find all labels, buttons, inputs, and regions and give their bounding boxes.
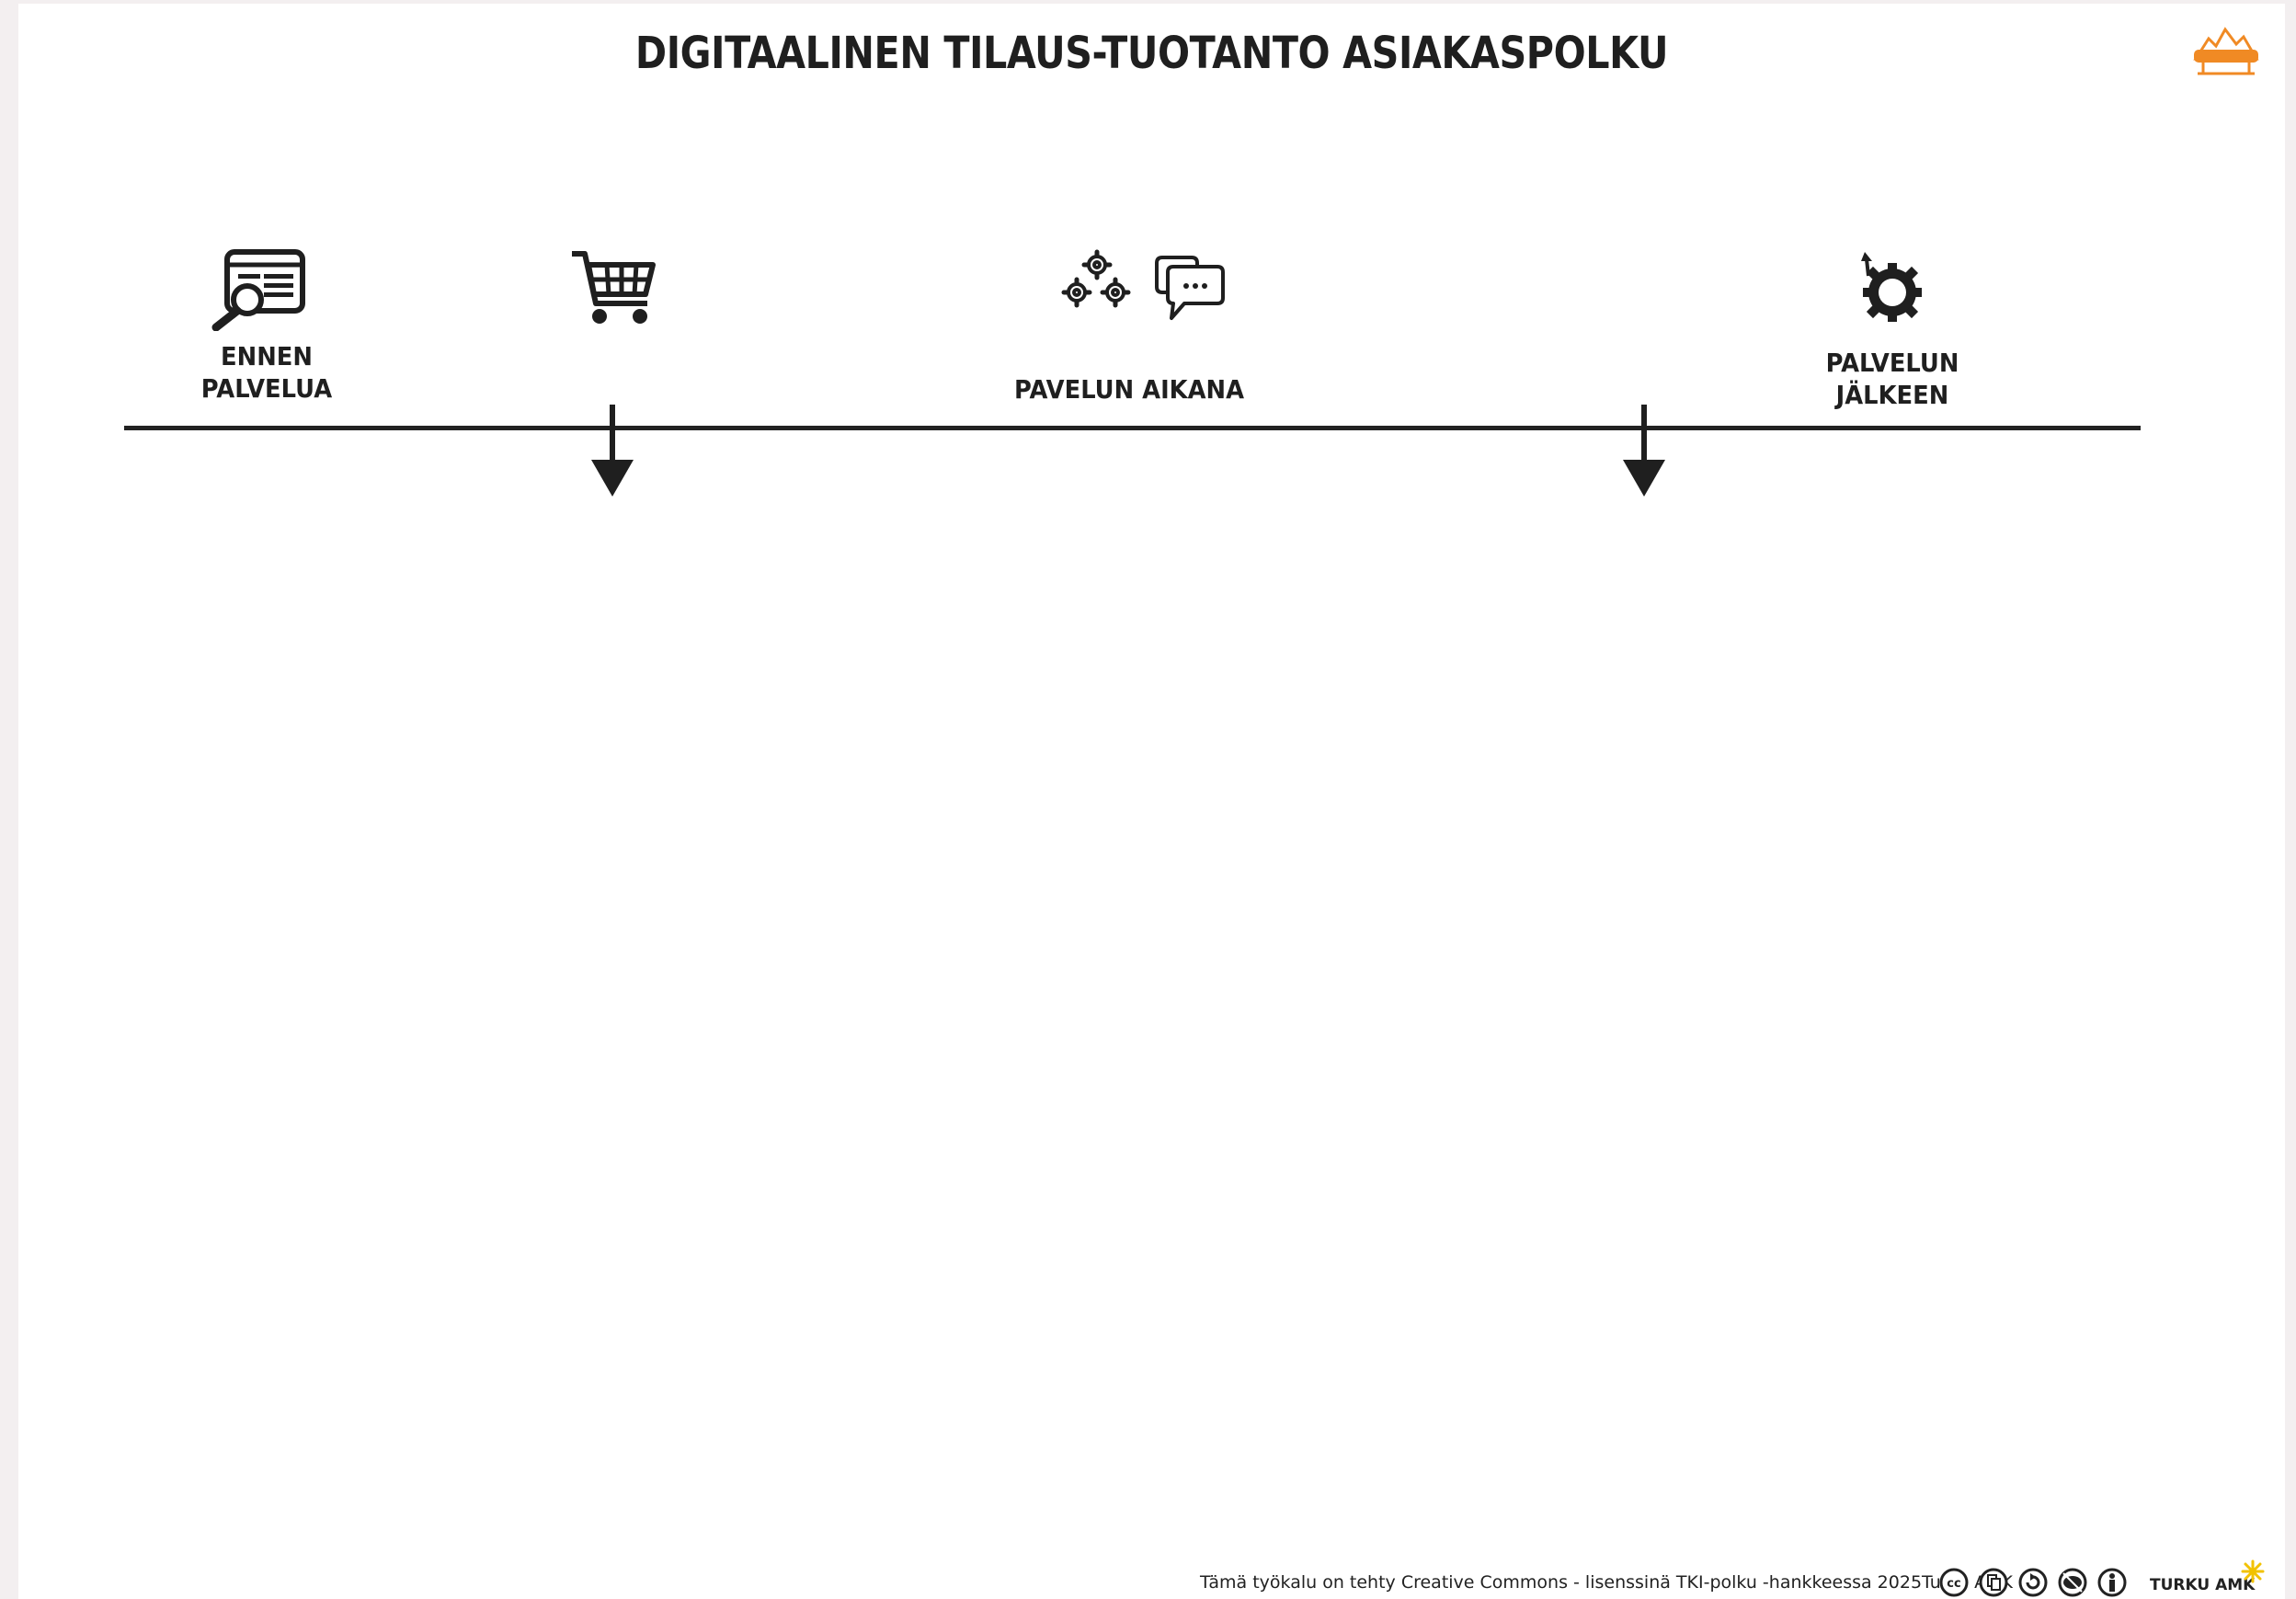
arrow-down-icon <box>1623 405 1665 497</box>
mountain-logo-icon <box>2193 27 2259 75</box>
brand-name: TURKU AMK <box>2150 1576 2256 1594</box>
web-search-icon <box>211 249 305 331</box>
noncommercial-icon <box>2058 1568 2087 1597</box>
cc-icon: cc <box>1939 1568 1969 1597</box>
arrow-down-icon <box>591 405 634 497</box>
attribution-icon <box>2097 1568 2127 1597</box>
timeline-line <box>124 426 2141 430</box>
chat-bubbles-icon <box>1155 256 1225 320</box>
page-title: DIGITAALINEN TILAUS-TUOTANTO ASIAKASPOLK… <box>634 28 1669 79</box>
cc-license-icons: cc <box>1939 1568 2127 1597</box>
stage-label-before: ENNEN PALVELUA <box>200 341 333 404</box>
canvas-page: DIGITAALINEN TILAUS-TUOTANTO ASIAKASPOLK… <box>18 4 2285 1599</box>
gears-icon <box>1061 249 1131 308</box>
remix-icon <box>2018 1568 2048 1597</box>
sun-icon <box>2241 1559 2265 1583</box>
turku-amk-logo: TURKU AMK <box>2150 1559 2269 1596</box>
stage-label-during: PAVELUN AIKANA <box>1013 374 1245 405</box>
stage-label-after: PALVELUN JÄLKEEN <box>1825 348 1959 410</box>
license-text: Tämä työkalu on tehty Creative Commons -… <box>1200 1572 2013 1593</box>
share-icon <box>1979 1568 2008 1597</box>
gear-refresh-icon <box>1861 252 1922 322</box>
shopping-cart-icon <box>572 251 656 324</box>
svg-text:cc: cc <box>1947 1577 1960 1591</box>
